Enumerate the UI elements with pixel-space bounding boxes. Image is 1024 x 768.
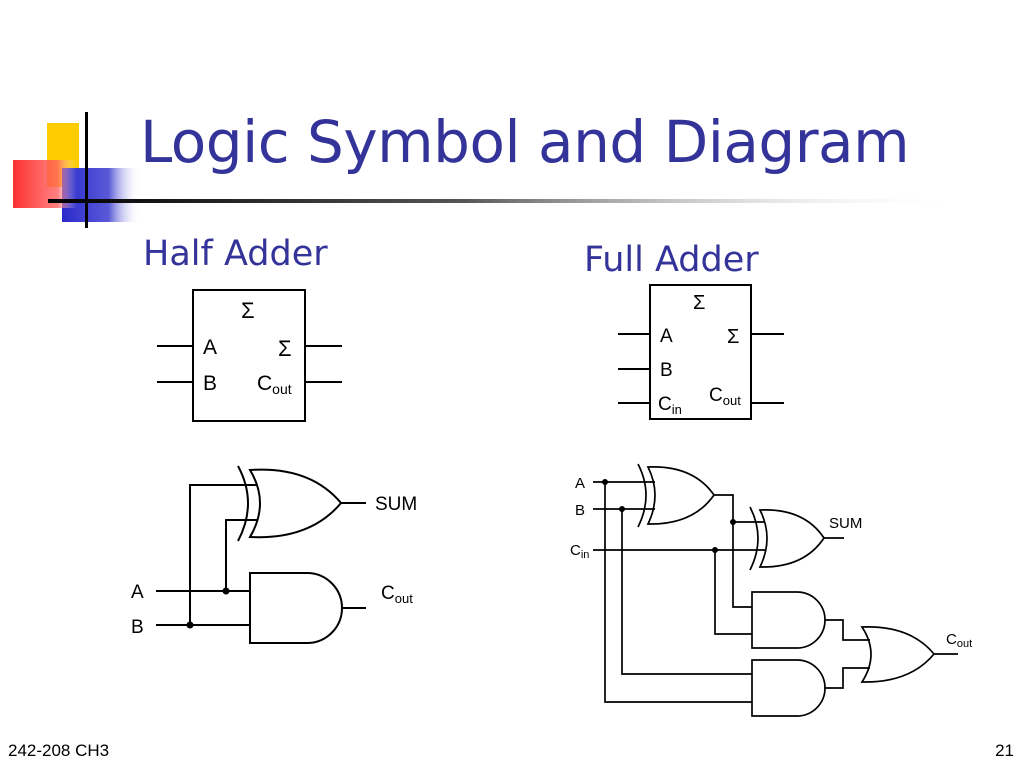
fa-circuit-cout-sub: out xyxy=(957,638,972,650)
title-underline xyxy=(48,199,968,203)
full-adder-junction-cin xyxy=(712,547,718,553)
half-adder-symbol-carry: Cout xyxy=(257,372,292,397)
cout-main: C xyxy=(709,385,723,406)
full-adder-symbol: Σ A B Cin Σ Cout xyxy=(618,284,784,420)
carry-main: C xyxy=(257,372,272,395)
full-adder-symbol-input-b: B xyxy=(660,360,673,381)
circuit-cout-sub: out xyxy=(395,591,413,606)
full-adder-xor1-back-arc xyxy=(637,463,647,528)
half-adder-symbol-input-a: A xyxy=(203,336,217,359)
half-adder-symbol-sum: Σ xyxy=(278,336,292,361)
full-adder-xor1-gate xyxy=(646,466,716,525)
full-adder-symbol-cin: Cin xyxy=(658,394,682,417)
full-adder-symbol-carry: Cout xyxy=(709,385,741,408)
full-adder-or-gate xyxy=(860,626,936,683)
half-adder-symbol-input-b: B xyxy=(203,372,217,395)
full-adder-and2-gate xyxy=(751,659,826,717)
half-adder-symbol: Σ A B Σ Cout xyxy=(157,289,342,422)
half-adder-heading: Half Adder xyxy=(143,234,328,274)
cout-sub: out xyxy=(723,393,741,408)
full-adder-circuit: A B Cin SUM Cout xyxy=(570,463,972,717)
full-adder-wire-b-to-and2 xyxy=(621,509,752,675)
half-adder-wire-b-to-xor xyxy=(189,484,257,625)
full-adder-xor2-back-arc xyxy=(749,506,759,571)
full-adder-junction-xor1 xyxy=(730,519,736,525)
full-adder-wire-xor1-out xyxy=(714,494,765,523)
half-adder-symbol-sigma: Σ xyxy=(241,298,255,323)
full-adder-junction-a xyxy=(602,479,608,485)
full-adder-wire-cin-to-and1 xyxy=(714,550,752,635)
half-adder-xor-gate xyxy=(248,468,343,539)
cin-sub: in xyxy=(672,402,682,417)
half-adder-wire-a-to-xor xyxy=(225,519,257,591)
half-adder-junction-a xyxy=(222,587,230,595)
full-adder-symbol-input-a: A xyxy=(660,326,673,347)
full-adder-symbol-sum: Σ xyxy=(727,326,739,348)
half-adder-and-gate xyxy=(249,572,343,644)
half-adder-xor-gate-back-arc xyxy=(237,465,249,542)
full-adder-circuit-cin-label: Cin xyxy=(570,542,589,561)
full-adder-and1-gate xyxy=(751,591,826,649)
full-adder-circuit-b-label: B xyxy=(575,502,585,519)
full-adder-sum-label: SUM xyxy=(829,515,862,532)
half-adder-circuit: A B SUM Cout xyxy=(131,465,417,644)
slide-title: Logic Symbol and Diagram xyxy=(140,108,910,176)
half-adder-carry-label: Cout xyxy=(381,583,413,606)
half-adder-circuit-b-label: B xyxy=(131,617,144,638)
full-adder-wire-and2-to-or xyxy=(825,667,870,689)
deco-vertical-rule xyxy=(85,112,88,228)
fa-circuit-cout-main: C xyxy=(946,631,957,648)
full-adder-circuit-a-label: A xyxy=(575,475,585,492)
full-adder-wire-and1-to-or xyxy=(825,619,870,641)
circuit-cin-sub: in xyxy=(581,549,590,561)
full-adder-wire-a-to-and2 xyxy=(604,482,752,703)
full-adder-wire-xor1-to-and1 xyxy=(732,522,752,608)
carry-sub: out xyxy=(272,381,292,397)
circuit-cin-main: C xyxy=(570,542,581,559)
half-adder-symbol-box xyxy=(192,289,306,422)
full-adder-symbol-box xyxy=(649,284,752,420)
footer-course: 242-208 CH3 xyxy=(8,741,110,760)
full-adder-symbol-sigma: Σ xyxy=(693,292,705,314)
cin-main: C xyxy=(658,394,672,415)
half-adder-circuit-a-label: A xyxy=(131,582,144,603)
footer-page-number: 21 xyxy=(995,741,1014,760)
circuit-cout-main: C xyxy=(381,583,395,604)
full-adder-heading: Full Adder xyxy=(584,240,759,280)
half-adder-junction-b xyxy=(186,621,194,629)
full-adder-xor2-gate xyxy=(758,509,826,568)
full-adder-junction-b xyxy=(619,506,625,512)
half-adder-sum-label: SUM xyxy=(375,494,417,515)
full-adder-carry-label: Cout xyxy=(946,631,972,650)
